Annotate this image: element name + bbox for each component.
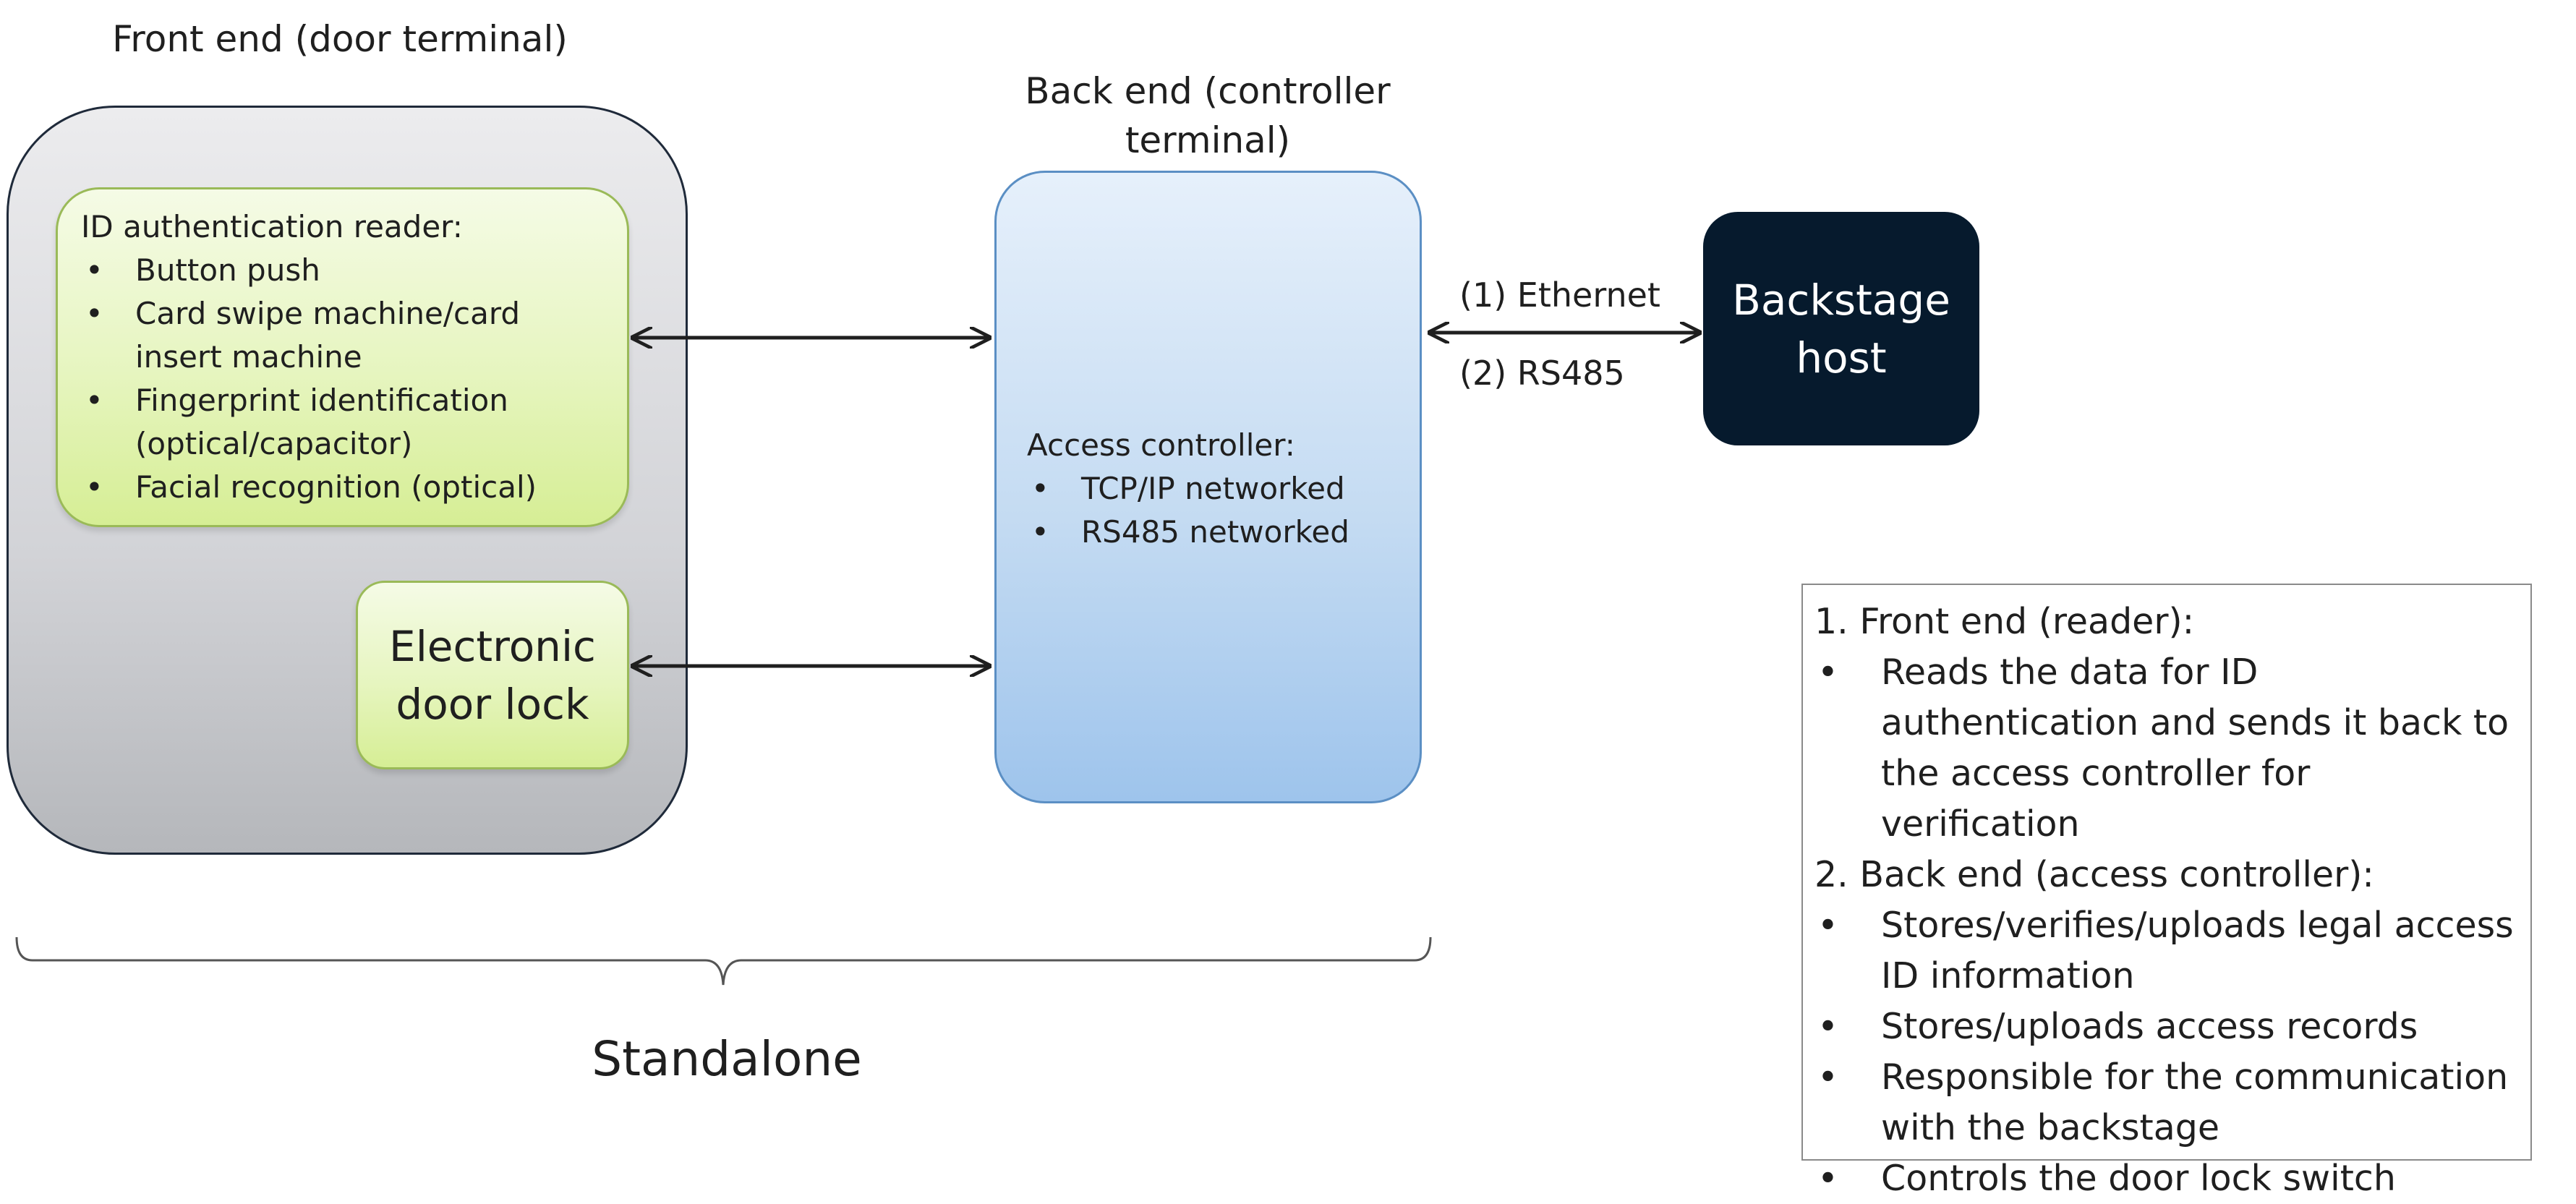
host-label-line1: Backstage (1732, 275, 1950, 325)
door-lock-label-line2: door lock (396, 679, 589, 729)
legend-section1-item: Reads the data for ID authentication and… (1814, 647, 2519, 850)
access-controller-item-rs485: RS485 networked (1027, 511, 1403, 554)
backend-heading-line1: Back end (controller (1025, 70, 1391, 112)
connection-label-ethernet: (1) Ethernet (1459, 276, 1660, 315)
legend-section2-item-access-records: Stores/uploads access records (1814, 1002, 2519, 1052)
standalone-label: Standalone (592, 1031, 862, 1087)
access-controller-item-tcpip: TCP/IP networked (1027, 467, 1403, 511)
legend-section2-list: Stores/verifies/uploads legal access ID … (1814, 900, 2519, 1204)
reader-item-facial-recognition: Facial recognition (optical) (81, 466, 602, 509)
legend-section2-item-door-lock-switch: Controls the door lock switch (1814, 1153, 2519, 1204)
legend-section2-title: 2. Back end (access controller): (1814, 854, 2374, 895)
reader-item-button-push: Button push (81, 249, 602, 292)
legend-section2-item-stores-verifies: Stores/verifies/uploads legal access ID … (1814, 900, 2519, 1002)
backstage-host-box: Backstage host (1703, 212, 1979, 445)
reader-item-card-swipe: Card swipe machine/card insert machine (81, 292, 540, 379)
legend-section2-item-communication: Responsible for the communication with t… (1814, 1052, 2519, 1153)
reader-list: Button push Card swipe machine/card inse… (81, 249, 602, 509)
access-controller-title: Access controller: (1027, 427, 1295, 463)
legend-box: 1. Front end (reader): Reads the data fo… (1801, 584, 2532, 1204)
access-controller-text: Access controller: TCP/IP networked RS48… (1027, 424, 1403, 554)
legend-section1-title: 1. Front end (reader): (1814, 601, 2195, 642)
connection-label-rs485: (2) RS485 (1459, 354, 1625, 393)
host-label-line2: host (1796, 333, 1887, 383)
legend-section1-list: Reads the data for ID authentication and… (1814, 647, 2519, 850)
reader-item-fingerprint: Fingerprint identification (optical/capa… (81, 379, 569, 466)
backend-heading-line2: terminal) (1125, 119, 1291, 161)
electronic-door-lock-box: Electronic door lock (356, 581, 629, 769)
access-controller-list: TCP/IP networked RS485 networked (1027, 467, 1403, 554)
frontend-heading: Front end (door terminal) (112, 18, 568, 60)
backend-heading: Back end (controller terminal) (955, 67, 1461, 165)
standalone-brace (15, 936, 1432, 986)
id-authentication-reader-text: ID authentication reader: Button push Ca… (81, 205, 602, 509)
reader-title: ID authentication reader: (81, 209, 463, 244)
door-lock-label-line1: Electronic (389, 621, 596, 671)
